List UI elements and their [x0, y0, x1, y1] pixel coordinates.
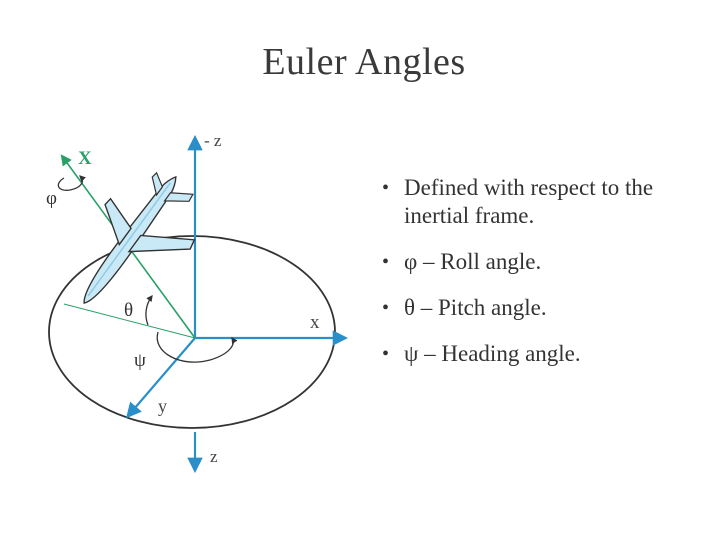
bullet-dot-icon: •: [382, 251, 390, 273]
theta-label: θ: [124, 300, 133, 321]
aircraft-icon: [83, 171, 196, 304]
reference-plane-ellipse: [48, 235, 336, 429]
x-label: x: [310, 312, 320, 333]
euler-angles-diagram: - z z x y X φ: [46, 131, 349, 474]
pitch-arc: [145, 294, 153, 326]
heading-arc: [156, 331, 238, 363]
bullet-item: •Defined with respect to the inertial fr…: [382, 175, 654, 228]
projection-line: [63, 303, 196, 339]
roll-arrow: [57, 175, 86, 191]
y-axis: [125, 337, 196, 419]
bullet-dot-icon: •: [382, 177, 390, 199]
bullet-dot-icon: •: [382, 343, 390, 365]
bullet-item: •ψ – Heading angle.: [382, 341, 581, 366]
bullet-item: •φ – Roll angle.: [382, 249, 542, 274]
body-x-label: X: [78, 148, 92, 169]
psi-label: ψ: [134, 350, 146, 371]
bullet-item: •θ – Pitch angle.: [382, 295, 547, 320]
bullet-dot-icon: •: [382, 297, 390, 319]
phi-label: φ: [46, 188, 57, 209]
bullet-list: •Defined with respect to the inertial fr…: [378, 174, 708, 386]
y-label: y: [158, 396, 167, 416]
z-label: z: [210, 447, 218, 466]
minus-z-label: - z: [204, 131, 222, 150]
slide-title: Euler Angles: [262, 41, 466, 83]
